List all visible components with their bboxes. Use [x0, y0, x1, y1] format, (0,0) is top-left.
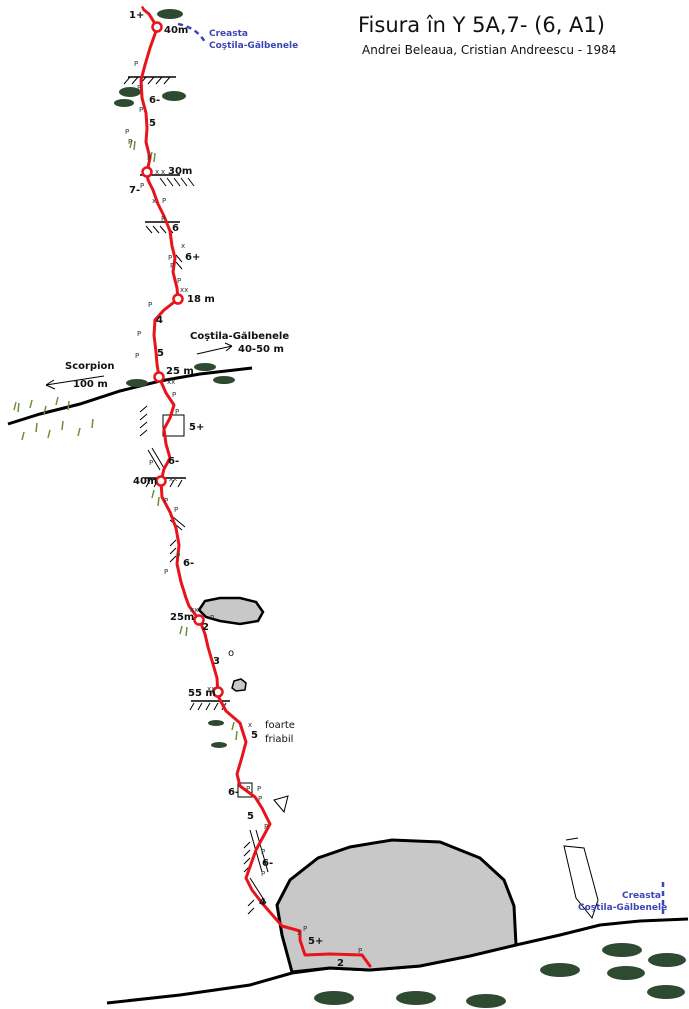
svg-text:P: P: [358, 947, 362, 955]
svg-text:xx: xx: [207, 685, 215, 693]
crest-top-line2: Coştila-Gălbenele: [209, 41, 298, 51]
boulder-small: [231, 678, 247, 692]
pitch-box-5plus: [162, 414, 185, 437]
svg-text:P: P: [137, 84, 141, 92]
svg-text:P: P: [172, 391, 176, 399]
svg-text:x: x: [161, 168, 165, 176]
svg-text:P: P: [261, 870, 265, 878]
svg-text:xx: xx: [190, 606, 198, 614]
svg-text:P: P: [135, 352, 139, 360]
route-line: [139, 8, 372, 968]
belay-label-2: 30m: [168, 166, 192, 177]
svg-text:P: P: [149, 459, 153, 467]
grade-top: 1+: [129, 10, 144, 21]
ledge-left-name: Scorpion: [65, 361, 115, 372]
protection-marks: P P P P P P x x P x P P x P P P xx P P P…: [125, 60, 362, 955]
ledge-left-distance: 100 m: [73, 379, 108, 390]
svg-text:P: P: [303, 925, 307, 933]
ring-mark: o: [228, 648, 234, 659]
crest-top-dashes: [177, 22, 208, 45]
grade-14: 6-: [228, 787, 239, 798]
ledge-25m: [7, 366, 253, 426]
svg-text:P: P: [210, 614, 214, 622]
boulder-middle: [197, 596, 265, 626]
boulder-large: [275, 838, 518, 974]
grade-11: 2: [202, 622, 209, 633]
svg-text:P: P: [125, 128, 129, 136]
svg-text:P: P: [128, 138, 132, 146]
crest-bottom-line2: Coştila-Gălbenele: [578, 903, 667, 913]
svg-text:P: P: [175, 408, 179, 416]
belay-label-4: 25 m: [166, 366, 194, 377]
grade-16: 6-: [262, 858, 273, 869]
vegetation-bushes: [114, 9, 686, 1008]
grade-4: 6: [172, 223, 179, 234]
belay-label-5: 40m: [133, 476, 157, 487]
svg-text:P: P: [161, 215, 165, 223]
svg-text:x: x: [155, 168, 159, 176]
friable-note-line2: friabil: [265, 734, 293, 745]
svg-text:P: P: [164, 568, 168, 576]
route-authors: Andrei Beleaua, Cristian Andreescu - 198…: [362, 43, 616, 57]
svg-text:P: P: [137, 330, 141, 338]
belay-label-3: 18 m: [187, 294, 215, 305]
grade-13: 5: [251, 730, 258, 741]
svg-text:P: P: [168, 254, 172, 262]
svg-text:P: P: [134, 60, 138, 68]
crest-top-line1: Creasta: [209, 29, 248, 39]
svg-text:P: P: [164, 497, 168, 505]
belay-label-7: 55 m: [188, 688, 216, 699]
svg-text:P: P: [147, 154, 151, 162]
grade-17: 4: [259, 897, 266, 908]
ledge-right-name: Coştila-Gălbenele: [190, 331, 289, 342]
friable-note-line1: foarte: [265, 720, 295, 731]
grade-9: 6-: [168, 456, 179, 467]
svg-text:P: P: [176, 552, 180, 560]
svg-text:x: x: [297, 929, 301, 937]
route-line-continuation: [138, 2, 146, 11]
grade-18: 5+: [308, 936, 323, 947]
svg-text:P: P: [177, 277, 181, 285]
svg-text:xx: xx: [169, 475, 177, 483]
svg-text:P: P: [162, 197, 166, 205]
direction-arrows: [45, 342, 233, 390]
belay-label-6: 25m: [170, 612, 194, 623]
grade-15: 5: [247, 811, 254, 822]
grade-5: 6+: [185, 252, 200, 263]
ledge-overhang-30m: [128, 76, 230, 702]
belay-stations: [141, 21, 224, 698]
vegetation-grass: [13, 139, 238, 741]
svg-text:x: x: [248, 721, 252, 729]
pitch-box-6minus: [237, 782, 253, 798]
route-title: Fisura în Y 5A,7- (6, A1): [358, 13, 605, 37]
svg-text:x: x: [181, 242, 185, 250]
ledge-right-distance: 40-50 m: [238, 344, 284, 355]
svg-text:P: P: [261, 848, 265, 856]
grade-12: 3: [213, 656, 220, 667]
svg-text:P: P: [148, 301, 152, 309]
svg-text:x: x: [152, 197, 156, 205]
svg-text:xx: xx: [167, 378, 175, 386]
grade-1: 6-: [149, 95, 160, 106]
svg-text:P: P: [246, 785, 250, 793]
grade-3: 7-: [129, 185, 140, 196]
svg-text:P: P: [139, 106, 143, 114]
grade-7: 5: [157, 348, 164, 359]
svg-text:P: P: [258, 795, 262, 803]
svg-text:P: P: [264, 823, 268, 831]
svg-text:P: P: [257, 785, 261, 793]
grade-10: 6-: [183, 558, 194, 569]
svg-text:P: P: [170, 262, 174, 270]
belay-label-1: 40m: [164, 25, 188, 36]
grade-19: 2: [337, 958, 344, 969]
crest-bottom-line1: Creasta: [622, 891, 661, 901]
grade-2: 5: [149, 118, 156, 129]
svg-text:xx: xx: [180, 286, 188, 294]
svg-text:P: P: [140, 182, 144, 190]
svg-text:P: P: [174, 506, 178, 514]
grade-6: 4: [156, 315, 163, 326]
grade-8: 5+: [189, 422, 204, 433]
